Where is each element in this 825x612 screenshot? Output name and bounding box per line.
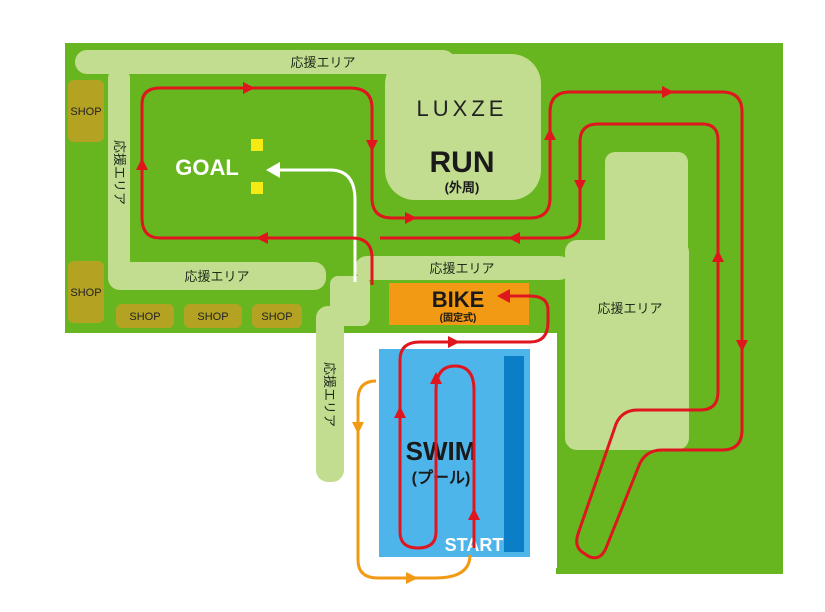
run-arrow-center [405,212,417,224]
pool-deck-arrow [448,336,460,348]
run-arrow-rise [544,128,556,140]
pool-lane [504,356,524,552]
transition-route [356,379,472,580]
run-arrow-outer-right [736,340,748,352]
transition-arrow-2 [406,572,418,584]
goal-title: GOAL [175,155,239,180]
swim-subtitle: (プール) [412,468,471,487]
cheer-area-left-vertical-label: 応援エリア [111,140,126,205]
swim-title: SWIM [406,436,477,466]
cheer-area-top-label: 応援エリア [290,56,355,71]
shop-bottom-3: SHOP [252,304,302,328]
svg-text:SHOP: SHOP [70,106,101,118]
svg-text:SHOP: SHOP [70,287,101,299]
run-title: RUN [430,146,495,179]
cheer-area-right-label: 応援エリア [597,302,662,317]
bike-title: BIKE [432,287,485,312]
run-arrow-inner-right [712,250,724,262]
goal-arrow-head [266,162,280,178]
swim-route [398,364,476,550]
shop-bottom-1: SHOP [116,304,174,328]
run-arrow-return [508,232,520,244]
cheer-area-lower-vertical-label: 応援エリア [321,362,336,427]
luxze-logo: LUXZE [417,96,508,121]
transition-arrow-1 [352,422,364,434]
swim-arrow-1 [468,508,480,520]
run-arrow-outer-top [662,86,674,98]
run-subtitle: (外周) [445,180,480,195]
svg-text:SHOP: SHOP [129,311,160,323]
cheer-area-mid-left-label: 応援エリア [184,270,249,285]
bike-station [389,283,529,325]
goal-marker-top [251,139,263,151]
shop-left-upper: SHOP [68,80,104,142]
walkways [75,50,689,482]
cheer-area-mid-center-label: 応援エリア [429,262,494,277]
goal-marker-bottom [251,182,263,194]
run-arrow-top [243,82,255,94]
swim-arrow-2 [394,406,406,418]
run-route-inner [140,86,744,560]
shop-bottom-2: SHOP [184,304,242,328]
svg-text:SHOP: SHOP [261,311,292,323]
goal-arrow [278,168,357,282]
run-arrow-bottom [256,232,268,244]
swim-arrow-3 [430,372,442,384]
run-arrow-mid [366,140,378,152]
run-arrow-left [136,158,148,170]
bike-subtitle: (固定式) [440,311,477,324]
run-arrow-inner-top [574,180,586,192]
shop-left-lower: SHOP [68,261,104,323]
svg-text:SHOP: SHOP [197,311,228,323]
pool-to-bike-route [398,294,550,392]
bike-arrow [497,289,510,303]
